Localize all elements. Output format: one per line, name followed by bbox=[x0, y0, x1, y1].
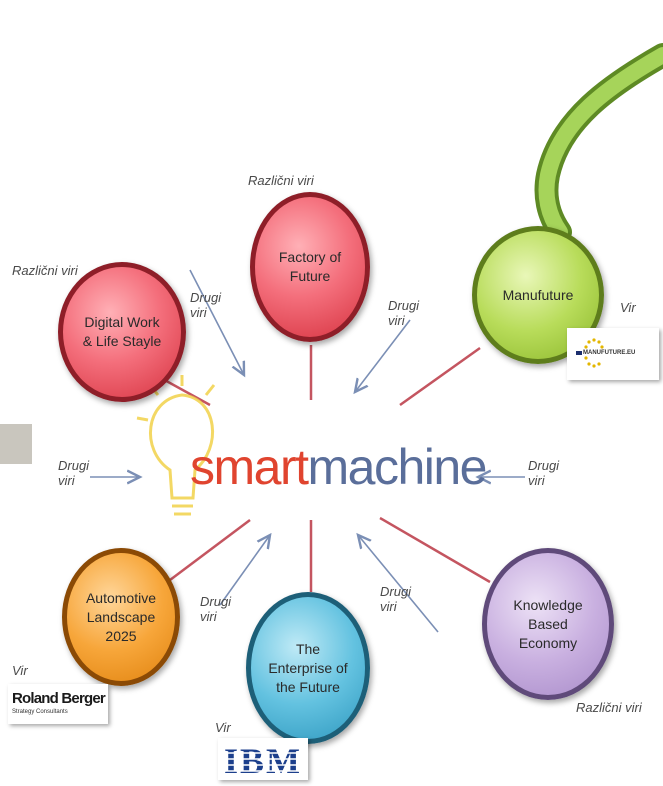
node-digital-label: Digital Work & Life Stayle bbox=[82, 314, 162, 349]
node-factory-of-future: Factory of Future bbox=[250, 192, 370, 342]
roland-berger-name: Roland Berger bbox=[12, 690, 106, 707]
node-enterprise: The Enterprise of the Future bbox=[246, 592, 370, 744]
manufuture-logo: MANUFUTURE.EU bbox=[567, 328, 659, 380]
node-manufuture-label: Manufuture bbox=[502, 286, 574, 303]
node-knowledge: Knowledge Based Economy bbox=[482, 548, 614, 700]
label-drugi-bottom-right: Drugi viri bbox=[380, 584, 412, 614]
label-drugi-right: Drugi viri bbox=[528, 458, 560, 488]
ibm-logo: IBM bbox=[218, 738, 308, 781]
node-enterprise-label: The Enterprise of the Future bbox=[268, 640, 348, 695]
arrow-top-right bbox=[355, 319, 411, 392]
left-edge-fragment bbox=[0, 424, 32, 464]
label-vir-manufuture: Vir bbox=[620, 300, 636, 315]
label-drugi-top-right: Drugi viri bbox=[388, 298, 420, 328]
node-factory-label: Factory of Future bbox=[278, 249, 342, 284]
label-razlicni-digital: Različni viri bbox=[12, 263, 78, 278]
title-machine: machine bbox=[307, 439, 488, 495]
connector-manufuture bbox=[399, 346, 481, 407]
label-razlicni-knowledge: Različni viri bbox=[576, 700, 642, 715]
eu-stars-icon bbox=[576, 338, 604, 368]
roland-berger-logo: Roland Berger Strategy Consultants bbox=[8, 684, 108, 724]
label-vir-ibm: Vir bbox=[215, 720, 231, 735]
manufuture-logo-text: MANUFUTURE.EU bbox=[583, 350, 636, 356]
node-automotive: Automotive Landscape 2025 bbox=[62, 548, 180, 686]
label-drugi-left: Drugi viri bbox=[58, 458, 90, 488]
label-razlicni-factory: Različni viri bbox=[248, 173, 314, 188]
arrow-bottom-right bbox=[358, 535, 439, 633]
center-title: smartmachine bbox=[190, 432, 488, 502]
arrow-bottom-left bbox=[219, 535, 270, 606]
node-digital-work: Digital Work & Life Stayle bbox=[58, 262, 186, 402]
label-drugi-bottom-left: Drugi viri bbox=[200, 594, 232, 624]
arrow-top-left bbox=[189, 269, 244, 375]
title-smart: smart bbox=[190, 439, 309, 495]
node-automotive-label: Automotive Landscape 2025 bbox=[85, 589, 157, 644]
ibm-stripes bbox=[218, 746, 308, 772]
roland-berger-sub: Strategy Consultants bbox=[12, 709, 68, 715]
label-vir-roland: Vir bbox=[12, 663, 28, 678]
connector-automotive bbox=[169, 519, 251, 581]
label-drugi-top-left: Drugi viri bbox=[190, 290, 222, 320]
node-knowledge-label: Knowledge Based Economy bbox=[513, 596, 583, 651]
connector-knowledge bbox=[379, 516, 491, 584]
